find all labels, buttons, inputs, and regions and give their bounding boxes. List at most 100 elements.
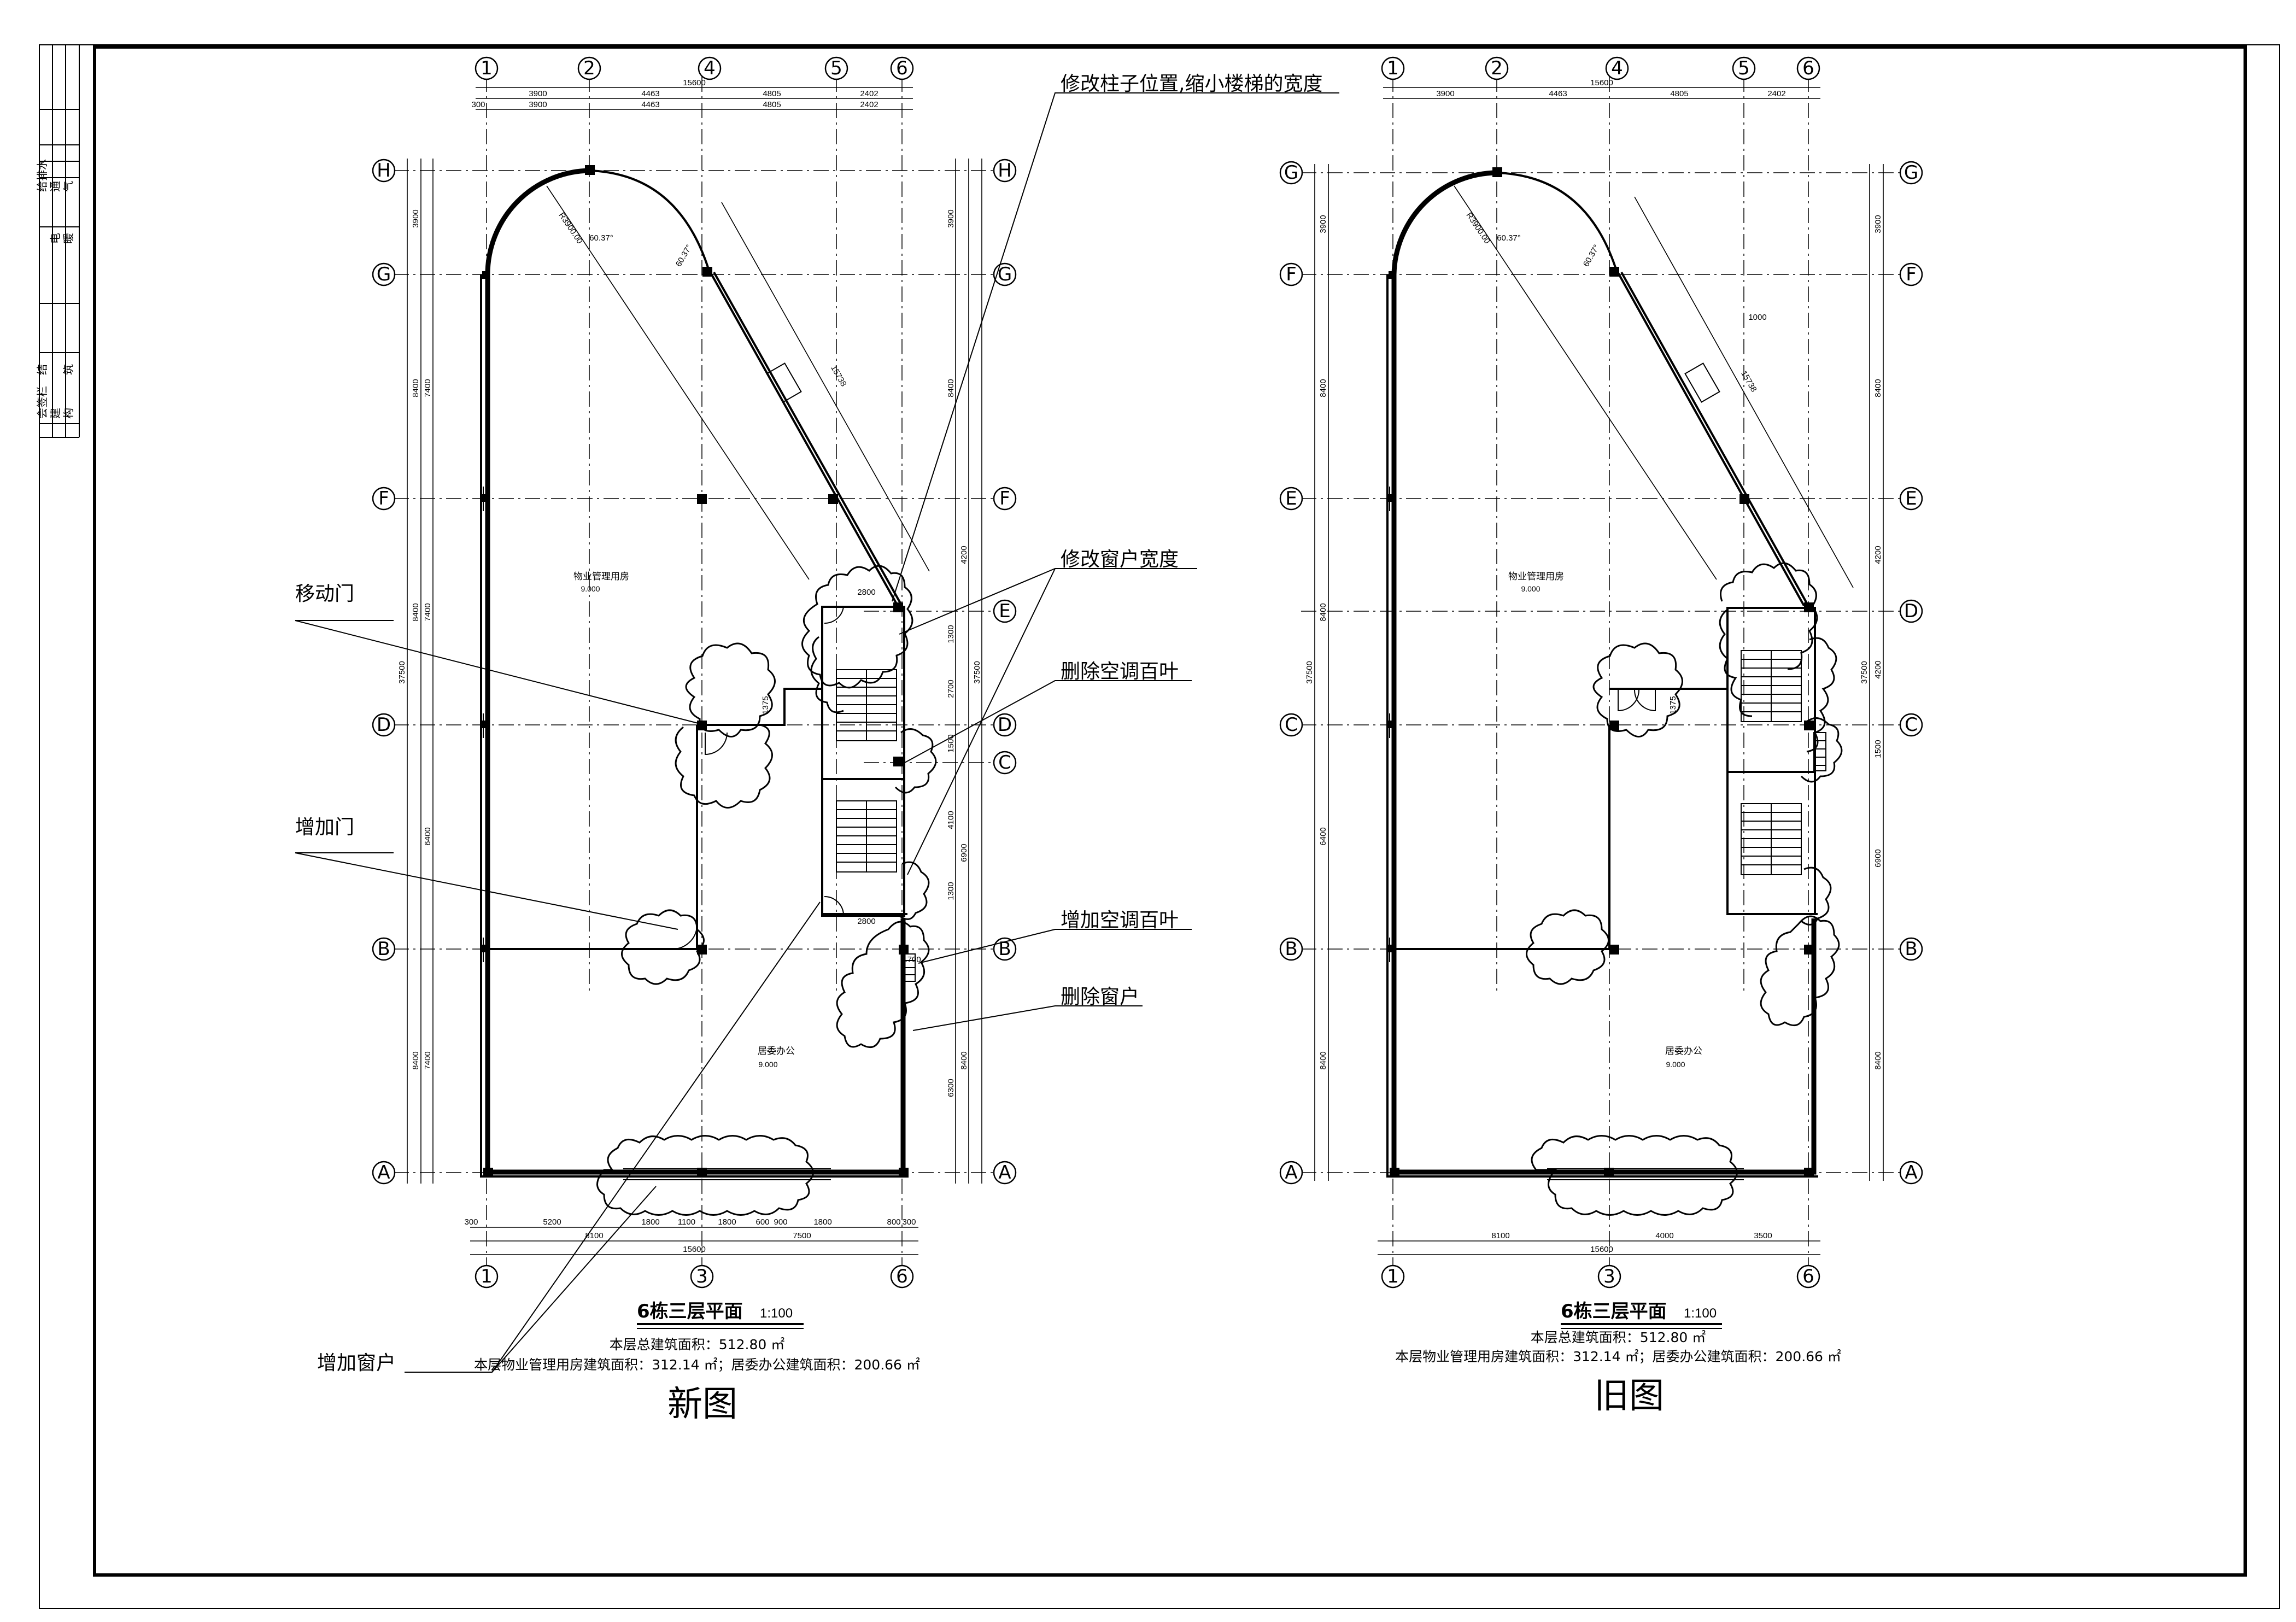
- new-dim-bot-mid-1: 8100: [585, 1231, 603, 1240]
- svg-text:A: A: [998, 1162, 1011, 1184]
- old-dim-left-5: 8400: [1319, 1051, 1328, 1069]
- new-dim-bot-5: 600: [755, 1217, 769, 1227]
- new-row-bubble-E-right: E: [993, 599, 1017, 623]
- svg-text:B: B: [998, 938, 1011, 960]
- new-columns: [482, 165, 909, 1178]
- new-annotations: 修改柱子位置,缩小楼梯的宽度 修改窗户宽度 删除空调百叶 增加空调百叶 删除窗户…: [295, 73, 1322, 1374]
- new-row-bubble-A-left: A: [372, 1161, 396, 1185]
- svg-text:G: G: [377, 263, 391, 285]
- svg-text:4: 4: [1611, 57, 1623, 79]
- new-row-bubble-G-left: G: [372, 262, 396, 286]
- new-dim-top-offset: 300: [471, 100, 485, 109]
- new-plan: 1 2 4 5 6 1 3 6 H G F D B A H G F E D C …: [295, 56, 1339, 1425]
- side-label-electric: 电: [49, 233, 62, 244]
- new-dim-right-11: 6300: [946, 1079, 956, 1097]
- old-dim-bot-2: 4000: [1655, 1231, 1673, 1240]
- new-row-bubble-C-right: C: [993, 751, 1017, 775]
- old-dim-bot-3: 3500: [1754, 1231, 1772, 1240]
- new-dim-angle-2: 60.37°: [674, 243, 694, 268]
- new-dim-left-2: 8400: [411, 379, 420, 397]
- svg-text:A: A: [1905, 1162, 1917, 1184]
- svg-text:6: 6: [1802, 57, 1814, 79]
- old-row-bubble-F-left: F: [1279, 262, 1303, 286]
- new-stair-treads: [836, 669, 897, 873]
- svg-text:2: 2: [583, 57, 595, 79]
- new-dim-bot-2: 1800: [641, 1217, 659, 1227]
- new-caption: 新图: [667, 1384, 737, 1425]
- old-plan: 1 2 4 5 6 1 3 6 G F E C B A G F E D C B …: [1279, 56, 1923, 1416]
- old-dim-top-total: 15600: [1590, 78, 1613, 87]
- new-dim-top-total: 15600: [683, 78, 706, 87]
- annotation-add-ac-louvre: 增加空调百叶: [1061, 909, 1179, 932]
- old-dim-left-4: 6400: [1319, 827, 1328, 845]
- new-col-bubble-3-bottom: 3: [690, 1264, 714, 1289]
- old-walls: [1386, 170, 1826, 1180]
- new-dim-diag: 15738: [829, 364, 848, 388]
- new-dim-bot-total: 15600: [683, 1245, 706, 1254]
- old-dim-bot-1: 8100: [1491, 1231, 1509, 1240]
- svg-text:3: 3: [1603, 1266, 1615, 1287]
- svg-text:H: H: [998, 160, 1012, 181]
- svg-text:B: B: [1905, 938, 1917, 960]
- svg-text:1: 1: [1387, 1266, 1399, 1287]
- annotation-delete-window: 删除窗户: [1061, 986, 1139, 1008]
- new-dim-angle: 60.37°: [589, 233, 613, 243]
- old-col-bubble-4: 4: [1605, 56, 1629, 80]
- new-dim-right-7: 4100: [946, 811, 956, 829]
- new-col-bubble-2: 2: [577, 56, 601, 80]
- new-walls: [480, 168, 916, 1180]
- old-dim-1000: 1000: [1748, 313, 1766, 322]
- new-grid-lines: [394, 77, 1003, 1271]
- new-dim-left-total: 37500: [397, 661, 407, 684]
- old-area-split: 本层物业管理用房建筑面积：312.14 ㎡；居委办公建筑面积：200.66 ㎡: [1395, 1349, 1841, 1365]
- sheet-frame: [39, 44, 2280, 1609]
- new-dim-right-8: 6900: [959, 844, 969, 862]
- svg-text:6: 6: [896, 57, 908, 79]
- new-col-bubble-6: 6: [890, 56, 914, 80]
- old-dimensions: 15600 3900 4463 4805 2402 8100 4000 3500…: [1305, 78, 1884, 1255]
- new-dim-bot-mid-2: 7500: [793, 1231, 811, 1240]
- new-row-bubble-D-left: D: [372, 713, 396, 737]
- new-area-split: 本层物业管理用房建筑面积：312.14 ㎡；居委办公建筑面积：200.66 ㎡: [474, 1357, 920, 1373]
- svg-text:B: B: [1285, 938, 1297, 960]
- svg-text:1: 1: [481, 1266, 493, 1287]
- new-col-bubble-4: 4: [698, 56, 722, 80]
- new-dim-bot-3: 1100: [678, 1217, 695, 1227]
- old-dim-top-3: 4805: [1670, 89, 1688, 98]
- old-room-office-level: 9.000: [1666, 1060, 1685, 1069]
- new-dim-top-1: 3900: [529, 89, 547, 98]
- new-scale: 1:100: [760, 1306, 793, 1321]
- svg-text:D: D: [1904, 600, 1918, 622]
- new-dim-2800-bot: 2800: [857, 917, 875, 926]
- new-dim-bot-8: 800: [887, 1217, 900, 1227]
- new-dim-top-4: 2402: [860, 89, 878, 98]
- side-label-struct-1: 结: [36, 364, 49, 375]
- side-label-gas: 气: [62, 181, 75, 192]
- new-col-bubble-5: 5: [824, 56, 848, 80]
- new-dim-right-3: 4200: [959, 546, 969, 564]
- old-row-bubble-A-right: A: [1899, 1161, 1923, 1185]
- svg-text:3: 3: [696, 1266, 708, 1287]
- new-dim-bot-7: 1800: [813, 1217, 831, 1227]
- new-dim-top-4b: 2402: [860, 100, 878, 109]
- svg-text:E: E: [1285, 488, 1297, 510]
- old-dim-diag: 15738: [1739, 369, 1759, 394]
- new-row-bubble-H-left: H: [372, 159, 396, 183]
- svg-text:E: E: [999, 600, 1010, 622]
- old-col-bubble-6: 6: [1796, 56, 1820, 80]
- svg-text:A: A: [377, 1162, 390, 1184]
- new-row-bubble-A-right: A: [993, 1161, 1017, 1185]
- new-dim-right-2: 8400: [946, 379, 956, 397]
- side-label-struct-2: 构: [62, 408, 75, 419]
- new-dim-top-3b: 4805: [763, 100, 781, 109]
- old-dim-left-total: 37500: [1305, 661, 1314, 684]
- old-row-bubble-B-right: B: [1899, 937, 1923, 961]
- new-room-office: 居委办公: [758, 1046, 795, 1057]
- annotation-add-window: 增加窗户: [317, 1352, 396, 1374]
- old-room-office: 居委办公: [1665, 1046, 1702, 1057]
- old-dim-left-1: 3900: [1319, 215, 1328, 233]
- old-dim-angle: 60.37°: [1497, 233, 1521, 243]
- old-scale: 1:100: [1684, 1306, 1717, 1321]
- old-row-bubble-E-right: E: [1899, 487, 1923, 511]
- new-area-total: 本层总建筑面积：512.80 ㎡: [610, 1337, 784, 1352]
